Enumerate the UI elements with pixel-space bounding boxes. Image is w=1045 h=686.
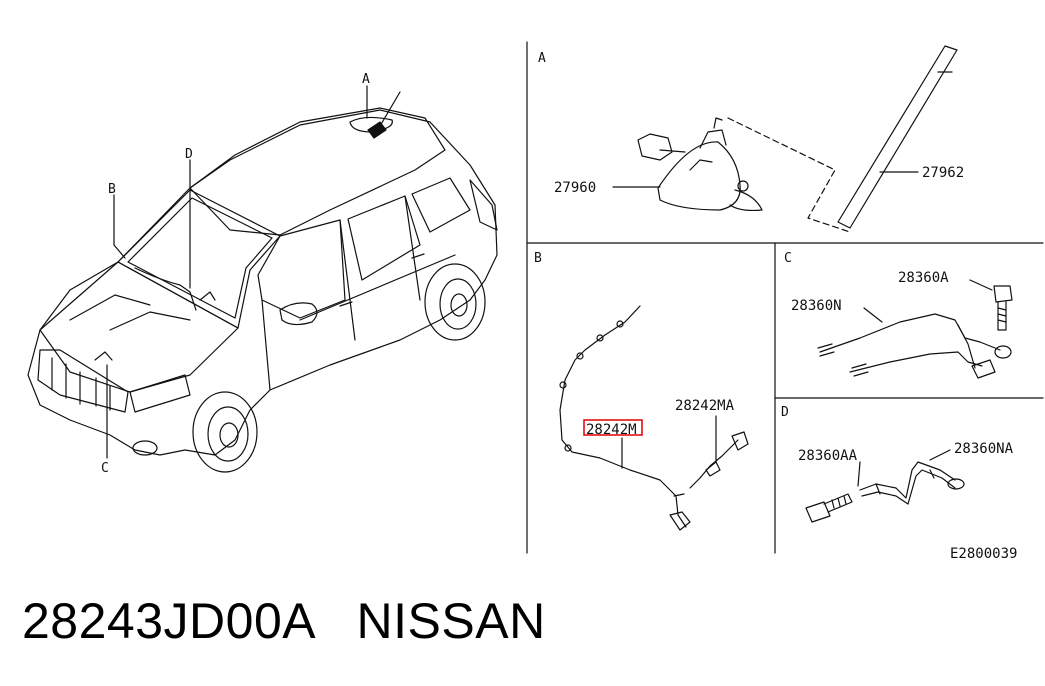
label-28360na: 28360NA	[954, 441, 1014, 457]
label-28242ma: 28242MA	[675, 398, 735, 414]
label-27960: 27960	[554, 180, 596, 196]
callout-c: C	[101, 461, 109, 476]
panel-frame	[526, 41, 1044, 554]
panel-b: B 28242M 28242MA	[534, 251, 749, 531]
panel-c-letter: C	[784, 251, 792, 266]
label-27962: 27962	[922, 165, 964, 181]
label-28242m: 28242M	[586, 422, 637, 438]
callout-a: A	[362, 72, 370, 87]
highlight-box	[583, 419, 643, 436]
illustration-code: E2800039	[950, 546, 1017, 562]
label-28360a: 28360A	[898, 270, 949, 286]
panel-a: A 27960 27962	[538, 45, 964, 233]
part-number: 28243JD00A	[22, 593, 314, 649]
part-caption: 28243JD00A NISSAN	[22, 596, 546, 646]
callout-b: B	[108, 182, 116, 197]
panel-c: C 28360A 28360N	[784, 251, 1013, 379]
panel-a-letter: A	[538, 51, 546, 66]
vehicle-illustration: A B D C	[27, 72, 498, 476]
callout-d: D	[185, 147, 193, 162]
label-28360aa: 28360AA	[798, 448, 858, 464]
panel-b-letter: B	[534, 251, 542, 266]
brand-name: NISSAN	[356, 593, 546, 649]
label-28360n: 28360N	[791, 298, 842, 314]
panel-d-letter: D	[781, 405, 789, 420]
panel-d: D 28360AA 28360NA	[781, 405, 1014, 523]
